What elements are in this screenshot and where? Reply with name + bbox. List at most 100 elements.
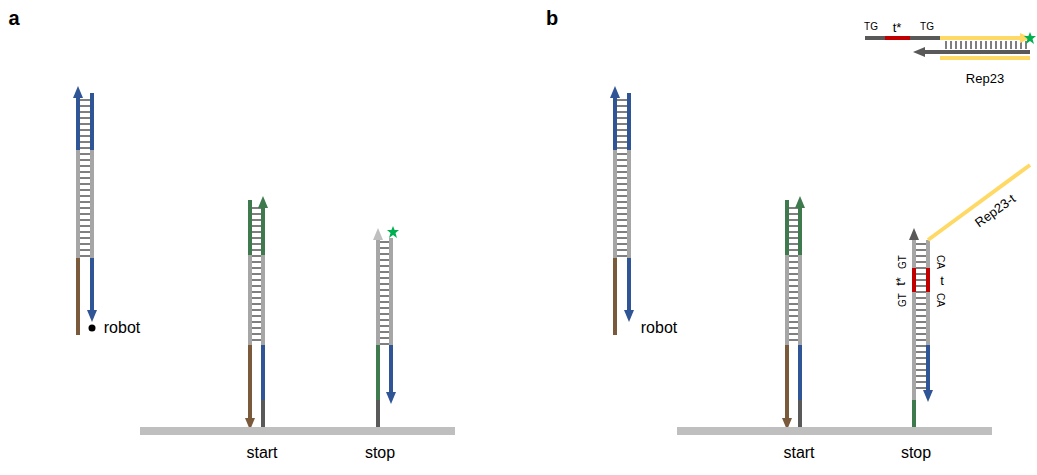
dna-strand-part — [789, 214, 798, 215]
diagram-label: CA — [935, 255, 945, 269]
dna-strand-part — [252, 310, 261, 311]
dna-strand-part — [785, 200, 789, 255]
dna-strand-part — [940, 36, 1022, 40]
dna-strand-part — [80, 148, 90, 149]
dna-strand-part — [617, 148, 627, 149]
dna-strand-part — [252, 304, 261, 305]
dna-strand-part — [80, 244, 90, 245]
dna-strand-part — [923, 50, 1030, 54]
dna-strand-part — [789, 340, 798, 341]
dna-strand-part — [248, 345, 252, 420]
dna-strand-part — [909, 228, 919, 240]
dna-strand-part — [80, 136, 90, 137]
dna-strand-part — [1016, 41, 1017, 49]
dna-strand-part — [946, 41, 947, 49]
dna-strand-part — [613, 96, 617, 150]
dna-strand-part — [1006, 41, 1007, 49]
dna-strand-part — [252, 220, 261, 221]
dna-strand-part — [789, 232, 798, 233]
dna-strand-part — [789, 322, 798, 323]
dna-strand-part — [613, 150, 617, 258]
dna-strand-part — [261, 206, 265, 255]
dna-strand-part — [252, 256, 261, 257]
dna-strand-part — [798, 400, 802, 428]
dna-strand-part — [789, 328, 798, 329]
dna-strand-part — [87, 310, 97, 322]
dna-strand-part — [677, 427, 992, 435]
dna-strand-part — [916, 316, 926, 317]
dna-strand-part — [261, 400, 265, 428]
dna-strand-part — [940, 56, 1030, 60]
dna-strand-part — [80, 214, 90, 215]
diagram-label: Rep23 — [966, 72, 1004, 85]
dna-strand-part — [627, 258, 631, 312]
dna-strand-part — [928, 165, 1030, 240]
dna-strand-part — [80, 172, 90, 173]
dna-strand-part — [80, 154, 90, 155]
dna-strand-part — [785, 345, 789, 420]
dna-strand-part — [789, 298, 798, 299]
dna-strand-part — [916, 286, 926, 287]
dna-strand-part — [617, 196, 627, 197]
diagram-label: start — [246, 445, 277, 461]
dna-strand-part — [376, 345, 380, 400]
dna-strand-part — [912, 292, 916, 400]
dna-strand-part — [380, 338, 389, 339]
diagram-label: GT — [898, 293, 908, 307]
dna-strand-part — [252, 274, 261, 275]
dna-strand-part — [617, 178, 627, 179]
dna-strand-part — [916, 364, 926, 365]
dna-strand-part — [617, 250, 627, 251]
dna-strand-part — [912, 268, 916, 292]
dna-strand-part — [380, 314, 389, 315]
diagram-label: stop — [365, 445, 395, 461]
dna-strand-part — [80, 220, 90, 221]
diagram-label: TG — [920, 22, 934, 32]
dna-strand-part — [617, 184, 627, 185]
dna-strand-part — [916, 370, 926, 371]
dna-strand-part — [789, 238, 798, 239]
diagram-label: b — [546, 8, 558, 28]
dna-strand-part — [961, 41, 962, 49]
dna-strand-part — [617, 100, 627, 101]
dna-strand-part — [789, 226, 798, 227]
dna-strand-part — [789, 292, 798, 293]
dna-strand-part — [789, 220, 798, 221]
dna-strand-part — [789, 244, 798, 245]
dna-strand-part — [617, 130, 627, 131]
dna-strand-part — [80, 250, 90, 251]
dna-strand-part — [80, 232, 90, 233]
dna-strand-part — [76, 150, 80, 258]
dna-strand-part — [258, 196, 268, 208]
dna-strand-part — [73, 86, 83, 98]
dna-strand-part — [1026, 41, 1027, 49]
dna-strand-part — [613, 258, 617, 335]
dna-strand-part — [617, 214, 627, 215]
dna-strand-part — [380, 248, 389, 249]
dna-strand-part — [248, 255, 252, 345]
dna-strand-part — [916, 310, 926, 311]
dna-strand-part — [252, 232, 261, 233]
dna-strand-part — [80, 202, 90, 203]
dna-strand-part — [789, 256, 798, 257]
diagram-label: start — [783, 445, 814, 461]
dna-strand-part — [380, 320, 389, 321]
dna-strand-part — [80, 178, 90, 179]
dna-strand-part — [252, 334, 261, 335]
dna-strand-part — [252, 244, 261, 245]
dna-strand-part — [376, 238, 380, 345]
dna-strand-part — [617, 166, 627, 167]
diagram-label: Rep23-t — [972, 191, 1017, 229]
dna-strand-part — [617, 154, 627, 155]
dna-strand-part — [865, 36, 885, 40]
dna-strand-part — [80, 130, 90, 131]
dna-strand-part — [80, 112, 90, 113]
diagram-label: CA — [935, 293, 945, 307]
dna-strand-part — [89, 325, 96, 332]
dna-strand-part — [916, 352, 926, 353]
dna-strand-part — [80, 238, 90, 239]
dna-strand-part — [252, 238, 261, 239]
dna-strand-part — [1001, 41, 1002, 49]
dna-strand-part — [617, 238, 627, 239]
